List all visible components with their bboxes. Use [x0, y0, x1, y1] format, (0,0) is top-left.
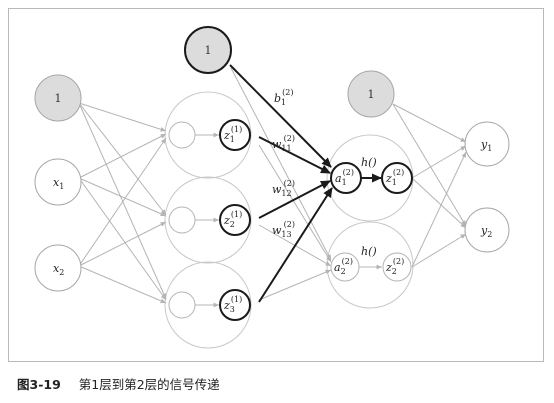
y1-sub: 1 — [487, 144, 492, 153]
edge-w13 — [258, 187, 333, 303]
a1-2-sub: 1 — [342, 178, 347, 187]
x1-sub: 1 — [59, 182, 64, 191]
label-b1-2: b1(2) — [274, 88, 293, 107]
z3-1-main: z — [223, 299, 230, 312]
a1-2-main: a — [335, 172, 342, 185]
y2-sub: 2 — [487, 230, 492, 239]
svg-text:z2(1): z2(1) — [223, 210, 242, 229]
figure-number: 图3-19 — [17, 377, 61, 392]
layer1-sum-3 — [168, 291, 196, 319]
z3-1-sub: 3 — [230, 305, 235, 314]
x2-main: x — [53, 262, 60, 275]
z1-1-sub: 1 — [230, 135, 235, 144]
input-node-x2 — [34, 244, 82, 292]
figure-caption: 图3-19 第1层到第2层的信号传递 — [17, 374, 220, 393]
z3-1-sup: (1) — [231, 295, 242, 304]
bias-node-layer2-label: 1 — [368, 88, 375, 101]
svg-text:y1: y1 — [480, 138, 492, 153]
svg-text:z1(2): z1(2) — [385, 168, 404, 187]
output-node-y2 — [464, 207, 510, 253]
node-z2-1 — [219, 204, 251, 236]
y2-main: y — [480, 224, 488, 237]
node-a1-2 — [330, 162, 362, 194]
z1-1-sup: (1) — [231, 125, 242, 134]
z1-2-main: z — [385, 172, 392, 185]
bias-node-layer1 — [184, 26, 232, 74]
output-node-y1 — [464, 121, 510, 167]
y1-main: y — [480, 138, 488, 151]
label-w12-2: w12(2) — [272, 179, 295, 198]
figure-frame — [8, 8, 544, 362]
bias-node-input-label: 1 — [55, 92, 62, 105]
edge-w12 — [258, 180, 331, 219]
a1-2-sup: (2) — [343, 168, 354, 177]
edge-w11 — [258, 136, 331, 174]
node-z1-1 — [219, 119, 251, 151]
z2-1-main: z — [223, 214, 230, 227]
svg-text:x1: x1 — [53, 176, 64, 191]
z2-1-sup: (1) — [231, 210, 242, 219]
bias-node-layer1-label: 1 — [205, 44, 212, 57]
z1-1-main: z — [223, 129, 230, 142]
edge-b1 — [229, 64, 332, 168]
a2-2-sup: (2) — [342, 257, 353, 266]
node-z1-2 — [381, 162, 413, 194]
bias-node-input — [34, 74, 82, 122]
layer1-sum-2 — [168, 206, 196, 234]
bias-node-layer2 — [347, 70, 395, 118]
z2-2-sub: 2 — [392, 267, 397, 276]
svg-text:z1(1): z1(1) — [223, 125, 242, 144]
a2-2-sub: 2 — [341, 267, 346, 276]
z2-1-sub: 2 — [230, 220, 235, 229]
node-z3-1 — [219, 289, 251, 321]
svg-text:y2: y2 — [480, 224, 492, 239]
input-node-x1 — [34, 158, 82, 206]
z2-2-main: z — [385, 261, 392, 274]
a2-2-main: a — [334, 261, 341, 274]
x1-main: x — [53, 176, 60, 189]
label-w11-2: w11(2) — [272, 134, 295, 153]
node-a2-2 — [330, 252, 360, 282]
label-h-2: h() — [361, 245, 377, 258]
z1-2-sub: 1 — [392, 178, 397, 187]
svg-text:a1(2): a1(2) — [335, 168, 354, 187]
svg-text:x2: x2 — [53, 262, 64, 277]
svg-text:z3(1): z3(1) — [223, 295, 242, 314]
figure-caption-text: 第1层到第2层的信号传递 — [78, 377, 220, 392]
svg-text:a2(2): a2(2) — [334, 257, 353, 276]
z2-2-sup: (2) — [393, 257, 404, 266]
z1-2-sup: (2) — [393, 168, 404, 177]
label-h-1: h() — [361, 156, 377, 169]
node-z2-2 — [382, 252, 412, 282]
layer1-sum-1 — [168, 121, 196, 149]
label-w13-2: w13(2) — [272, 220, 295, 239]
x2-sub: 2 — [59, 268, 64, 277]
svg-text:z2(2): z2(2) — [385, 257, 404, 276]
